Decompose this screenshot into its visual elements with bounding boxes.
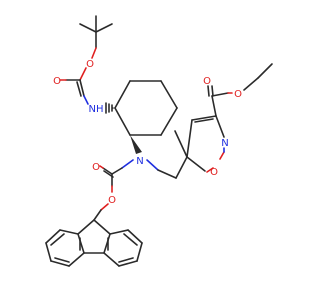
chemical-structure: O O NH N O O O O N O xyxy=(45,15,273,267)
central-nitrogen-label: N xyxy=(136,156,143,167)
boc-ester-oxygen-label: O xyxy=(86,59,94,70)
fmoc-carbamate xyxy=(93,165,114,221)
boc-carbonyl-oxygen-label: O xyxy=(53,76,61,87)
ethyl-ester-oxygen-label: O xyxy=(234,89,242,100)
cyclohexane-ring xyxy=(114,80,178,136)
isoxazole-ring xyxy=(174,115,225,179)
ethyl-ester xyxy=(207,63,273,117)
boc-nh-label: NH xyxy=(89,104,104,115)
stereo-wedge-n xyxy=(130,135,142,154)
isoxazole-nitrogen-label: N xyxy=(221,138,228,149)
fmoc-carbonyl-oxygen-label: O xyxy=(92,162,100,173)
structure-canvas: O O NH N O O O O N O xyxy=(45,15,273,267)
fmoc-ester-oxygen-label: O xyxy=(108,195,116,206)
stereo-hash-nh xyxy=(105,102,114,114)
central-n-bonds xyxy=(111,159,177,179)
ethyl-carbonyl-oxygen-label: O xyxy=(203,76,211,87)
isoxazole-oxygen-label: O xyxy=(210,167,218,178)
tert-butyl-group xyxy=(79,15,113,49)
fluorenyl-group xyxy=(45,219,143,267)
boc-carbamate xyxy=(59,47,97,105)
